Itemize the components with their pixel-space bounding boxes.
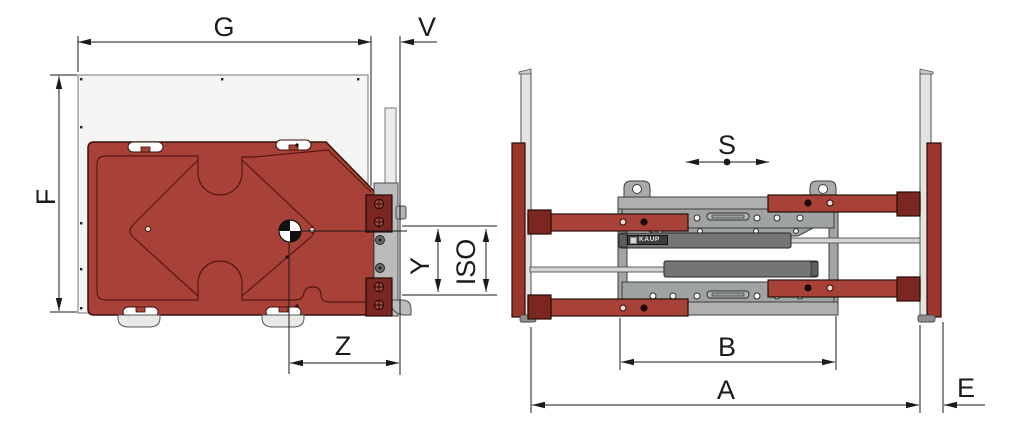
side-view bbox=[77, 74, 412, 328]
carriage-bar bbox=[384, 107, 397, 187]
cg-symbol bbox=[278, 219, 302, 243]
dim-label-g: G bbox=[213, 12, 235, 42]
dim-label-v: V bbox=[417, 12, 436, 42]
dim-label-a: A bbox=[716, 375, 735, 405]
front-view bbox=[511, 68, 942, 323]
dim-label-y: Y bbox=[405, 257, 435, 276]
dim-label-e: E bbox=[956, 373, 975, 403]
dim-label-z: Z bbox=[334, 331, 352, 361]
arm-contours bbox=[96, 149, 372, 303]
mounting-bracket bbox=[365, 182, 412, 317]
dim-label-b: B bbox=[717, 332, 736, 362]
clamp-arms-front bbox=[527, 191, 921, 320]
hook-blocks bbox=[365, 194, 393, 317]
kaup-logo-badge: KAUP bbox=[627, 235, 668, 245]
arm-foot-right bbox=[261, 314, 305, 328]
dimension-arrowheads bbox=[55, 38, 957, 409]
hydraulic-cylinder-lower bbox=[529, 260, 819, 278]
front-right-arm bbox=[917, 68, 942, 323]
arm-foot-left bbox=[117, 314, 161, 328]
dim-label-s: S bbox=[717, 130, 736, 160]
kaup-logo-text: KAUP bbox=[639, 236, 660, 243]
kaup-logo-icon bbox=[630, 236, 637, 244]
dim-label-f: F bbox=[31, 188, 61, 206]
dim-label-iso: ISO bbox=[451, 238, 481, 286]
front-left-arm bbox=[511, 68, 537, 323]
